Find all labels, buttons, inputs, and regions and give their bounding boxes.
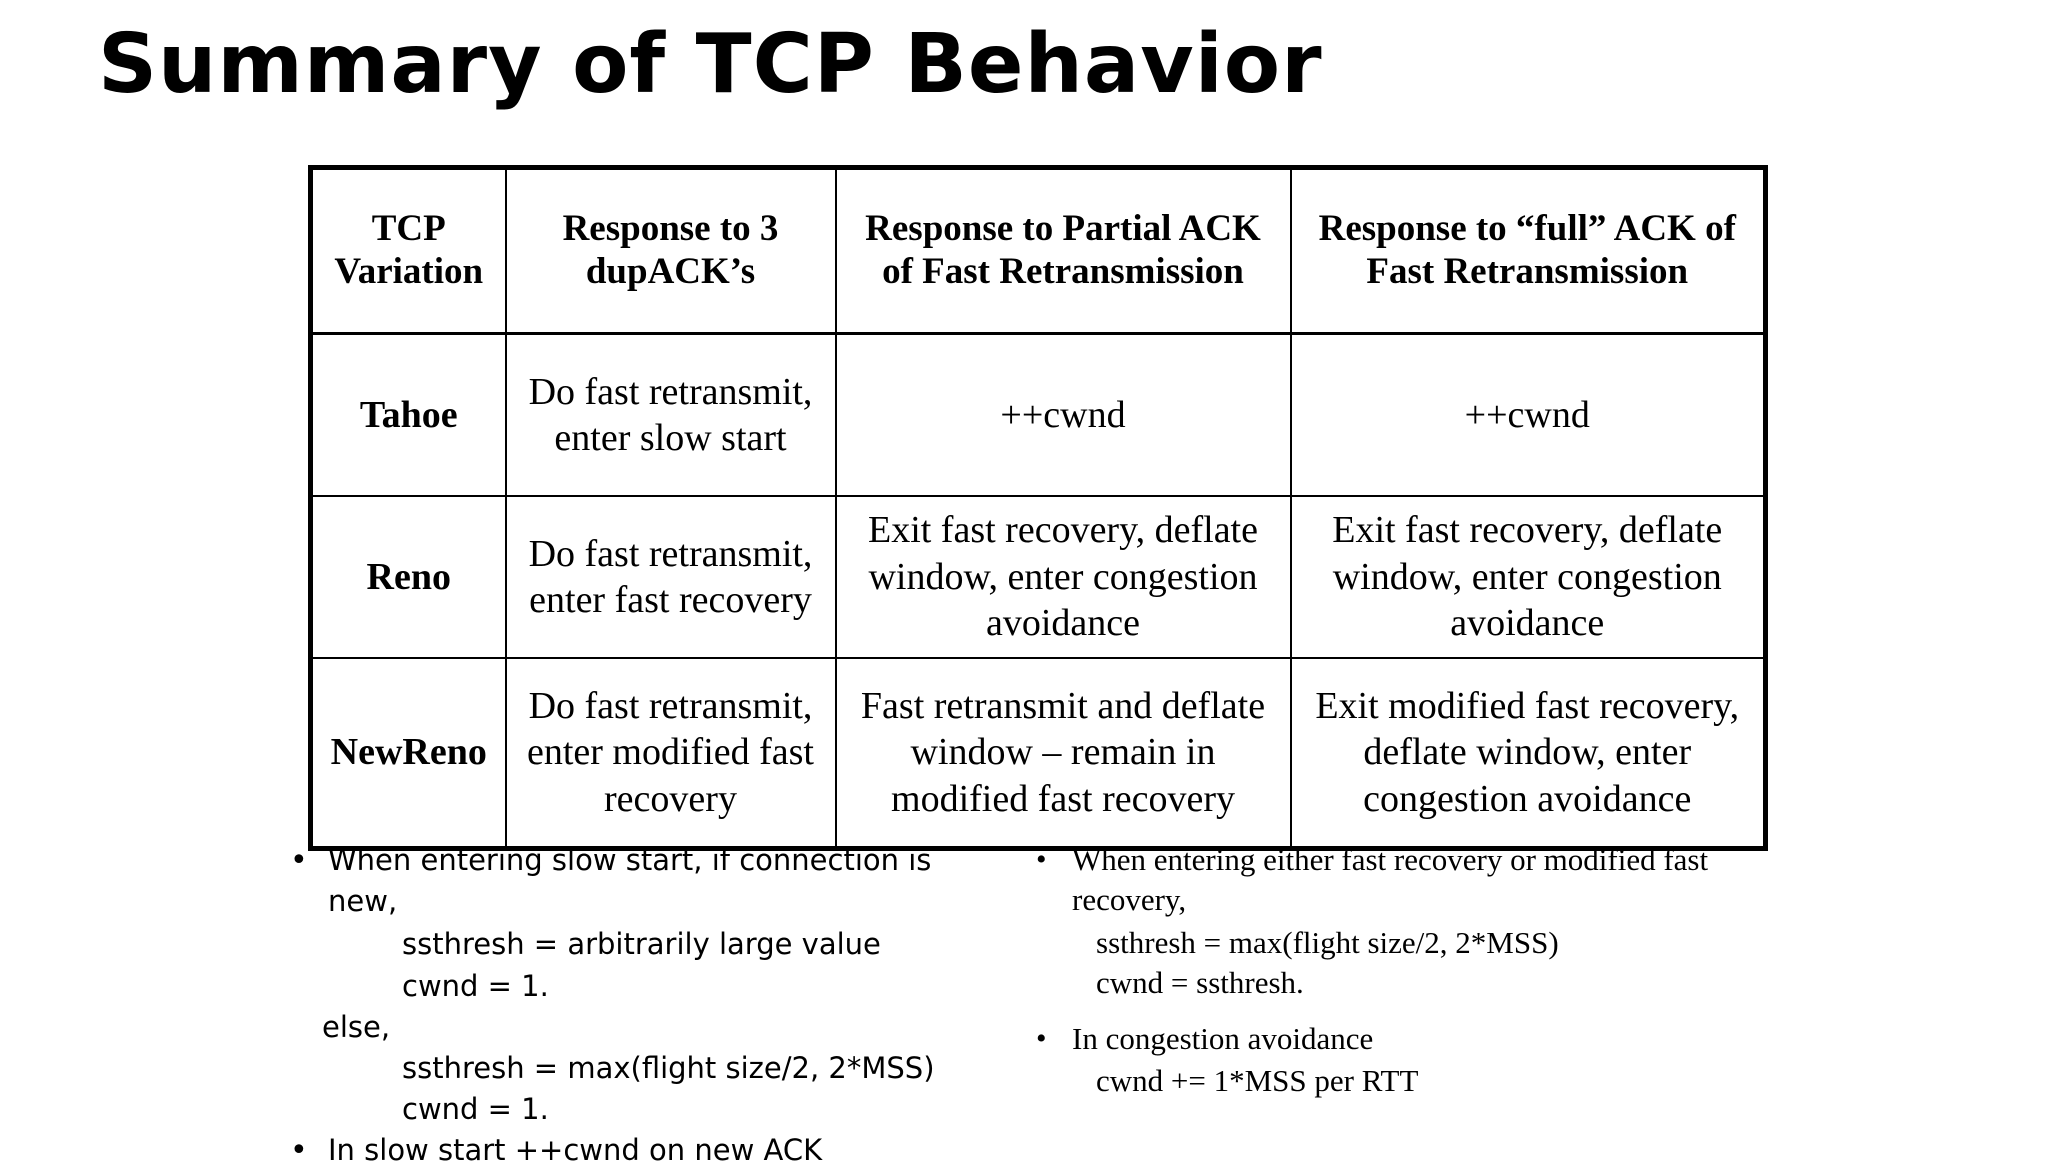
page-title: Summary of TCP Behavior: [98, 17, 1323, 112]
list-item: • When entering either fast recovery or …: [1030, 840, 1790, 921]
tcp-behavior-table-container: TCP Variation Response to 3 dupACK’s Res…: [308, 165, 1768, 851]
cell-reno-partial-ack: Exit fast recovery, deflate window, ente…: [834, 495, 1292, 659]
cell-reno-full-ack: Exit fast recovery, deflate window, ente…: [1289, 495, 1767, 659]
list-item-label: In congestion avoidance: [1072, 1021, 1374, 1057]
note-subline: ssthresh = max(flight size/2, 2*MSS): [402, 1050, 935, 1085]
table-row: Reno Do fast retransmit, enter fast reco…: [309, 495, 1767, 659]
note-subline: cwnd = 1.: [402, 1092, 549, 1127]
note-subline: cwnd += 1*MSS per RTT: [1096, 1063, 1419, 1099]
notes-section: • When entering slow start, if connectio…: [0, 840, 2048, 1168]
notes-column-right: • When entering either fast recovery or …: [1030, 840, 1790, 1102]
note-subline-else: else,: [322, 1009, 391, 1044]
cell-newreno-partial-ack: Fast retransmit and deflate window – rem…: [834, 657, 1292, 850]
column-header-response-3-dupacks: Response to 3 dupACK’s: [504, 166, 837, 335]
cell-newreno-full-ack: Exit modified fast recovery, deflate win…: [1289, 657, 1767, 850]
cell-tahoe-partial-ack: ++cwnd: [834, 332, 1292, 497]
table-row: NewReno Do fast retransmit, enter modifi…: [309, 657, 1767, 850]
note-subline: ssthresh = arbitrarily large value: [402, 927, 881, 962]
notes-column-left: • When entering slow start, if connectio…: [282, 840, 1002, 1173]
column-header-tcp-variation: TCP Variation: [309, 166, 507, 335]
tcp-behavior-table: TCP Variation Response to 3 dupACK’s Res…: [308, 165, 1768, 851]
table-body: Tahoe Do fast retransmit, enter slow sta…: [309, 332, 1767, 850]
cell-tahoe-full-ack: ++cwnd: [1289, 332, 1767, 497]
note-subline: ssthresh = max(flight size/2, 2*MSS): [1096, 924, 1559, 960]
list-item: • When entering slow start, if connectio…: [282, 840, 1002, 922]
note-subline: cwnd = ssthresh.: [1096, 964, 1304, 1000]
cell-newreno-dupack: Do fast retransmit, enter modified fast …: [504, 657, 837, 850]
column-header-response-partial-ack: Response to Partial ACK of Fast Retransm…: [834, 166, 1292, 335]
list-item: • In congestion avoidance: [1030, 1019, 1790, 1059]
cell-variation-tahoe: Tahoe: [309, 332, 507, 497]
bullet-dot-icon: •: [290, 843, 308, 878]
cell-tahoe-dupack: Do fast retransmit, enter slow start: [504, 332, 837, 497]
table-header-row: TCP Variation Response to 3 dupACK’s Res…: [309, 166, 1767, 335]
note-subline: cwnd = 1.: [402, 968, 549, 1003]
list-item-label: When entering either fast recovery or mo…: [1072, 842, 1709, 918]
list-item: • In slow start ++cwnd on new ACK: [282, 1130, 1002, 1171]
bullet-dot-icon: •: [1036, 843, 1047, 876]
cell-variation-reno: Reno: [309, 495, 507, 659]
cell-reno-dupack: Do fast retransmit, enter fast recovery: [504, 495, 837, 659]
list-item-label: In slow start ++cwnd on new ACK: [328, 1133, 823, 1168]
list-item-label: When entering slow start, if connection …: [328, 843, 932, 919]
spacer: [1030, 1003, 1790, 1019]
bullet-dot-icon: •: [1036, 1022, 1047, 1056]
table-row: Tahoe Do fast retransmit, enter slow sta…: [309, 332, 1767, 497]
cell-variation-newreno: NewReno: [309, 657, 507, 850]
column-header-response-full-ack: Response to “full” ACK of Fast Retransmi…: [1289, 166, 1767, 335]
table-header: TCP Variation Response to 3 dupACK’s Res…: [309, 166, 1767, 335]
